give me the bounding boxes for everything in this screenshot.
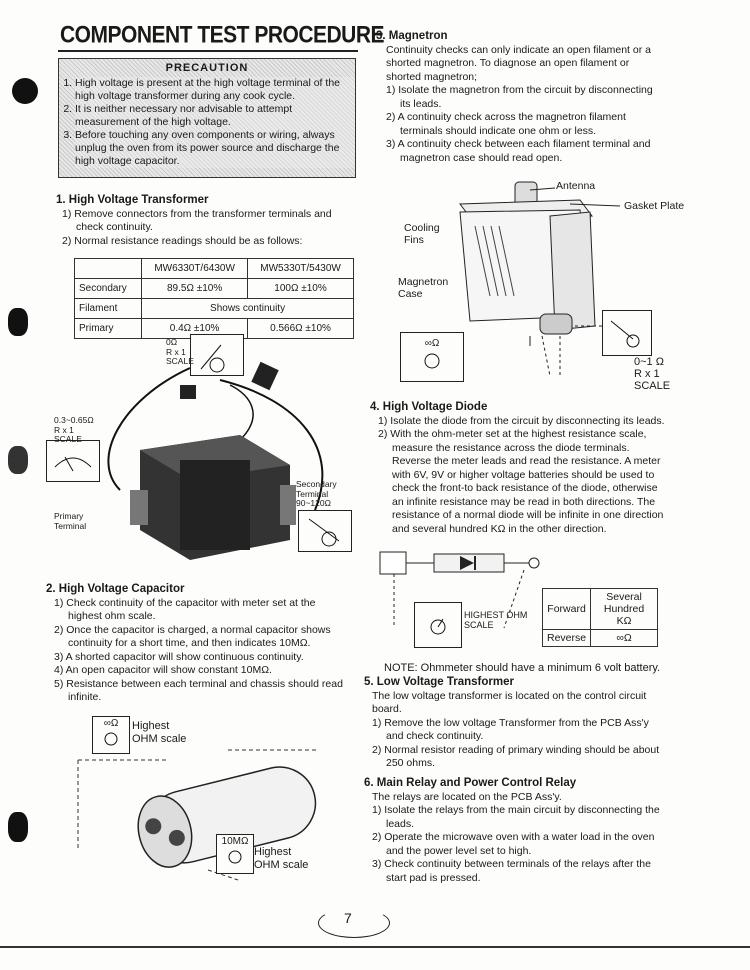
lv-transformer-section: 5. Low Voltage Transformer The low volta… — [364, 676, 664, 771]
magnetron-meter-right — [602, 310, 652, 356]
magnetron-meter-face: ∞Ω — [424, 338, 440, 349]
table-cell: Filament — [73, 298, 143, 319]
hv-capacitor-step: 5) Resistance between each terminal and … — [54, 677, 343, 704]
diode-drawing — [379, 551, 540, 629]
diode-meter — [414, 602, 462, 648]
relay-intro: The relays are located on the PCB Ass'y. — [372, 790, 562, 803]
title-underline — [58, 50, 358, 52]
meter1-label: Highest OHM scale — [132, 720, 187, 745]
antenna-label: Antenna — [556, 180, 596, 192]
table-cell: Several Hundred KΩ — [590, 588, 658, 630]
hv-capacitor-heading: 2. High Voltage Capacitor — [46, 583, 185, 595]
precaution-box: PRECAUTION High voltage is present at th… — [58, 58, 356, 178]
precaution-item: High voltage is present at the high volt… — [75, 77, 355, 103]
hv-diode-step: 2) With the ohm-meter set at the highest… — [378, 428, 664, 535]
relay-step: 2) Operate the microwave oven with a wat… — [372, 831, 655, 857]
table-header: MW5330T/5430W — [247, 258, 354, 279]
meter2-face: 10MΩ — [221, 836, 249, 847]
capacitor-meter-1: ∞Ω — [92, 716, 130, 754]
page-number-oval — [318, 908, 390, 938]
cooling-fins-label: Cooling Fins — [404, 222, 440, 246]
magnetron-step: 3) A continuity check between each filam… — [386, 138, 651, 164]
capacitor-meter-2: 10MΩ — [216, 834, 254, 874]
magnetron-illustration: Antenna Gasket Plate Cooling Fins Magnet… — [380, 176, 690, 396]
transformer-resistance-table: MW6330T/6430W MW5330T/5430W Secondary 89… — [73, 258, 354, 339]
binder-hole-2 — [8, 308, 28, 336]
relay-heading: 6. Main Relay and Power Control Relay — [364, 777, 577, 789]
hv-capacitor-step: 1) Check continuity of the capacitor wit… — [54, 596, 316, 623]
lv-transformer-step: 2) Normal resistor reading of primary wi… — [372, 743, 660, 770]
page-title: COMPONENT TEST PROCEDURE — [60, 22, 385, 49]
magnetron-step: 1) Isolate the magnetron from the circui… — [386, 84, 653, 110]
diode-meter-label: HIGHEST OHM SCALE — [464, 610, 528, 630]
table-cell: ∞Ω — [590, 629, 658, 647]
meter-top-scale-label: 0Ω R x 1 SCALE — [166, 337, 194, 366]
magnetron-scale-label: 0~1 Ω R x 1 SCALE — [634, 356, 671, 392]
hv-capacitor-section: 2. High Voltage Capacitor 1) Check conti… — [46, 583, 346, 705]
hv-transformer-step: 1) Remove connectors from the transforme… — [62, 207, 332, 234]
precaution-heading: PRECAUTION — [165, 62, 249, 74]
lv-transformer-heading: 5. Low Voltage Transformer — [364, 676, 514, 688]
diode-resistance-table: Forward Several Hundred KΩ Reverse ∞Ω — [541, 588, 658, 647]
hv-capacitor-step: 3) A shorted capacitor will show continu… — [54, 650, 304, 663]
table-cell: Secondary — [73, 278, 143, 299]
hv-diode-section: 4. High Voltage Diode 1) Isolate the dio… — [370, 401, 670, 536]
table-cell: Forward — [541, 588, 592, 630]
capacitor-illustration: ∞Ω Highest OHM scale 10MΩ Highest OHM sc… — [77, 710, 348, 890]
binder-hole-1 — [12, 78, 38, 104]
precaution-item: Before touching any oven components or w… — [75, 129, 355, 168]
lv-transformer-step: 1) Remove the low voltage Transformer fr… — [372, 716, 649, 743]
table-cell: 0.566Ω ±10% — [247, 318, 354, 339]
ohmmeter-top — [190, 334, 244, 376]
magnetron-case-label: Magnetron Case — [398, 276, 449, 300]
relay-step: 1) Isolate the relays from the main circ… — [372, 804, 660, 830]
table-header — [73, 258, 143, 279]
diode-illustration: HIGHEST OHM SCALE — [374, 548, 544, 658]
meter-left-scale-label: 0.3~0.65Ω R x 1 SCALE — [54, 415, 94, 444]
diode-note: NOTE: Ohmmeter should have a minimum 6 v… — [384, 662, 661, 674]
capacitor-drawing — [77, 749, 318, 881]
magnetron-section: 3. Magnetron Continuity checks can only … — [376, 30, 666, 165]
magnetron-step: 2) A continuity check across the magnetr… — [386, 111, 626, 137]
table-cell: Primary — [73, 318, 143, 339]
table-header: MW6330T/6430W — [141, 258, 249, 279]
gasket-plate-label: Gasket Plate — [624, 200, 685, 212]
hv-diode-step: 1) Isolate the diode from the circuit by… — [378, 414, 665, 427]
binder-hole-4 — [8, 812, 28, 842]
magnetron-intro: Continuity checks can only indicate an o… — [386, 43, 651, 83]
hv-capacitor-step: 4) An open capacitor will show constant … — [54, 664, 272, 676]
transformer-drawing — [107, 361, 324, 560]
magnetron-drawing — [459, 181, 621, 377]
hv-transformer-step: 2) Normal resistance readings should be … — [62, 234, 303, 247]
hv-diode-heading: 4. High Voltage Diode — [370, 401, 488, 413]
transformer-illustration: 0Ω R x 1 SCALE 0.3~0.65Ω R x 1 SCALE Pri… — [46, 334, 360, 575]
meter1-face: ∞Ω — [103, 718, 119, 729]
bottom-rule — [0, 946, 750, 948]
table-cell: 100Ω ±10% — [247, 278, 354, 299]
relay-step: 3) Check continuity between terminals of… — [372, 858, 651, 884]
hv-transformer-section: 1. High Voltage Transformer 1) Remove co… — [56, 194, 356, 248]
page-number: 7 — [344, 910, 352, 926]
relay-section: 6. Main Relay and Power Control Relay Th… — [364, 777, 664, 885]
ohmmeter-left — [46, 440, 100, 482]
hv-transformer-heading: 1. High Voltage Transformer — [56, 194, 209, 206]
magnetron-heading: 3. Magnetron — [376, 30, 448, 42]
primary-terminal-label: Primary Terminal — [54, 511, 87, 531]
table-cell: Reverse — [541, 629, 592, 647]
precaution-item: It is neither necessary nor advisable to… — [75, 103, 355, 129]
hv-capacitor-step: 2) Once the capacitor is charged, a norm… — [54, 623, 331, 650]
table-cell: Shows continuity — [141, 298, 354, 319]
table-cell: 89.5Ω ±10% — [141, 278, 249, 299]
secondary-terminal-label: Secondary Terminal 90~120Ω — [296, 479, 337, 508]
ohmmeter-right — [298, 510, 352, 552]
magnetron-meter: ∞Ω — [400, 332, 464, 382]
binder-hole-3 — [8, 446, 28, 474]
lv-transformer-intro: The low voltage transformer is located o… — [372, 689, 647, 716]
meter2-label: Highest OHM scale — [254, 846, 309, 871]
